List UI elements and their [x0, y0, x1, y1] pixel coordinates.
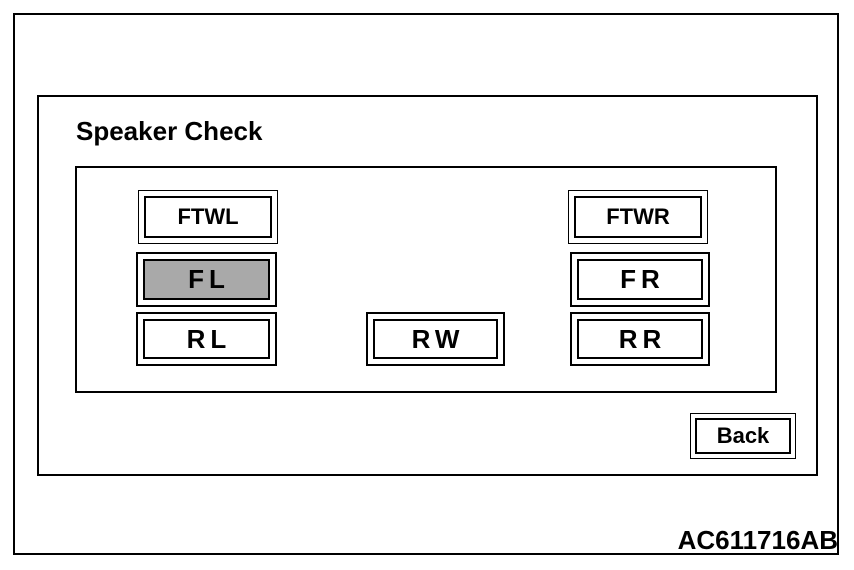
back-button-label: Back [695, 418, 791, 454]
speaker-label-ftwr: FTWR [574, 196, 702, 238]
speaker-button-fr[interactable]: FR [570, 252, 710, 307]
page-title: Speaker Check [76, 116, 263, 146]
speaker-label-ftwl: FTWL [144, 196, 272, 238]
outer-frame [13, 13, 839, 555]
speaker-button-ftwr[interactable]: FTWR [568, 190, 708, 244]
speaker-check-screen [37, 95, 818, 476]
speaker-label-rw: RW [373, 319, 498, 359]
figure-code: AC611716AB [677, 525, 838, 555]
speaker-label-rl: RL [143, 319, 270, 359]
speaker-button-rw[interactable]: RW [366, 312, 505, 366]
speaker-label-fr: FR [577, 259, 703, 300]
back-button[interactable]: Back [690, 413, 796, 459]
speaker-label-rr: RR [577, 319, 703, 359]
speaker-button-fl[interactable]: FL [136, 252, 277, 307]
speaker-button-ftwl[interactable]: FTWL [138, 190, 278, 244]
speaker-layout-area [75, 166, 777, 393]
speaker-button-rr[interactable]: RR [570, 312, 710, 366]
speaker-button-rl[interactable]: RL [136, 312, 277, 366]
speaker-label-fl: FL [143, 259, 270, 300]
